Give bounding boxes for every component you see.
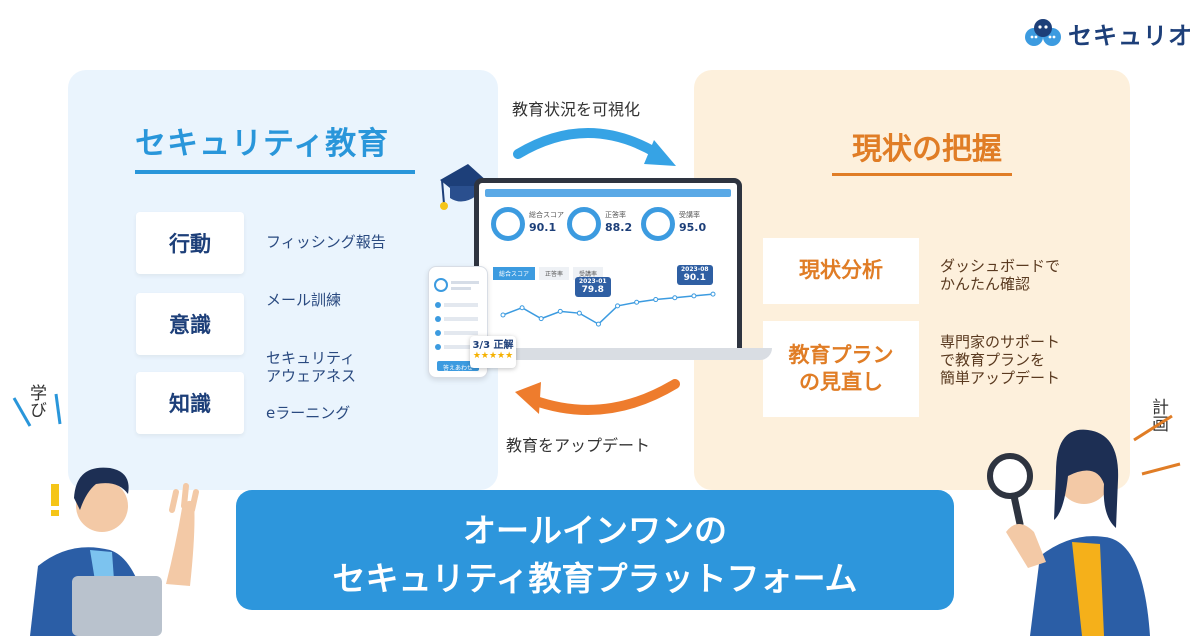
learning-label: 学び	[26, 384, 46, 418]
plan-label-1: 教育プラン	[788, 342, 894, 367]
score-point	[615, 303, 621, 309]
score-point	[576, 310, 582, 316]
brand-name: セキュリオ	[1068, 22, 1193, 50]
tab-total[interactable]: 総合スコア	[493, 267, 536, 280]
update-label: 教育をアップデート	[506, 436, 651, 455]
action-text: フィッシング報告	[266, 233, 386, 251]
banner-line-2: セキュリティ教育プラットフォーム	[332, 559, 858, 598]
score-line	[502, 293, 714, 326]
score-badge: 3/3 正解 ★★★★★	[470, 336, 516, 368]
dashboard-header-bar	[485, 189, 731, 197]
gauge-correct	[567, 207, 601, 241]
dashboard-tabs: 総合スコア 正答率 受講率	[493, 267, 604, 280]
card-plan-review: 教育プランの見直し	[763, 321, 919, 417]
tab-correct[interactable]: 正答率	[539, 267, 570, 280]
plan-text-1: 専門家のサポート	[940, 333, 1061, 351]
gauge-attendance-label: 受講率	[679, 211, 700, 219]
planning-label: 計画	[1148, 398, 1168, 432]
score-line-chart	[500, 291, 716, 327]
analysis-text-1: ダッシュボードで	[940, 257, 1061, 275]
plan-text-2: で教育プランを	[940, 351, 1046, 369]
learner-illustration-icon	[12, 393, 199, 636]
brand-logo: セキュリオ	[1024, 16, 1193, 51]
knowledge-text-2: アウェアネス	[266, 367, 357, 385]
card-analysis: 現状分析	[763, 238, 919, 304]
awareness-text: メール訓練	[266, 291, 342, 309]
score-point	[710, 291, 716, 297]
gauge-correct-value: 88.2	[605, 221, 633, 234]
score-point	[595, 321, 601, 327]
score-point	[634, 299, 640, 305]
education-title-underline	[135, 170, 415, 174]
score-point	[500, 312, 506, 318]
assessment-title-underline	[832, 173, 1012, 176]
logo-mark-icon	[1024, 17, 1062, 51]
planner-illustration-icon	[987, 414, 1181, 636]
knowledge-text-1: セキュリティ	[266, 349, 356, 367]
score-point	[672, 295, 678, 301]
education-title: セキュリティ教育	[135, 126, 390, 162]
gauge-attendance	[641, 207, 675, 241]
knowledge-text-3: eラーニング	[266, 404, 351, 422]
score-point	[653, 297, 659, 303]
gauge-correct-label: 正答率	[605, 211, 626, 219]
plan-label-2: の見直し	[799, 370, 883, 394]
score-point	[691, 293, 697, 299]
visualize-label: 教育状況を可視化	[512, 100, 641, 119]
phone-answer-button[interactable]: 答えあわせ	[442, 365, 473, 372]
update-arrow-icon	[515, 379, 680, 415]
score-point	[519, 305, 525, 311]
tab-attendance[interactable]: 受講率	[573, 267, 604, 280]
dashboard-screen: 総合スコア 90.1 正答率 88.2 受講率 95.0 総合スコア 正答率 受…	[474, 178, 742, 356]
score-point	[538, 316, 544, 322]
analysis-text-2: かんたん確認	[940, 275, 1031, 293]
laptop-base	[452, 348, 772, 360]
gauge-total-label: 総合スコア	[529, 211, 564, 219]
gauge-total	[491, 207, 525, 241]
plan-text-3: 簡単アップデート	[940, 369, 1061, 387]
visualize-arrow-icon	[513, 128, 676, 166]
score-point	[557, 308, 563, 314]
card-awareness: 意識	[136, 293, 244, 355]
card-knowledge: 知識	[136, 372, 244, 434]
gauge-attendance-value: 95.0	[679, 221, 707, 234]
gauge-total-value: 90.1	[529, 221, 557, 234]
card-action: 行動	[136, 212, 244, 274]
assessment-title: 現状の把握	[852, 132, 1002, 167]
platform-banner: オールインワンの セキュリティ教育プラットフォーム	[236, 490, 954, 610]
banner-line-1: オールインワンの	[463, 511, 727, 550]
